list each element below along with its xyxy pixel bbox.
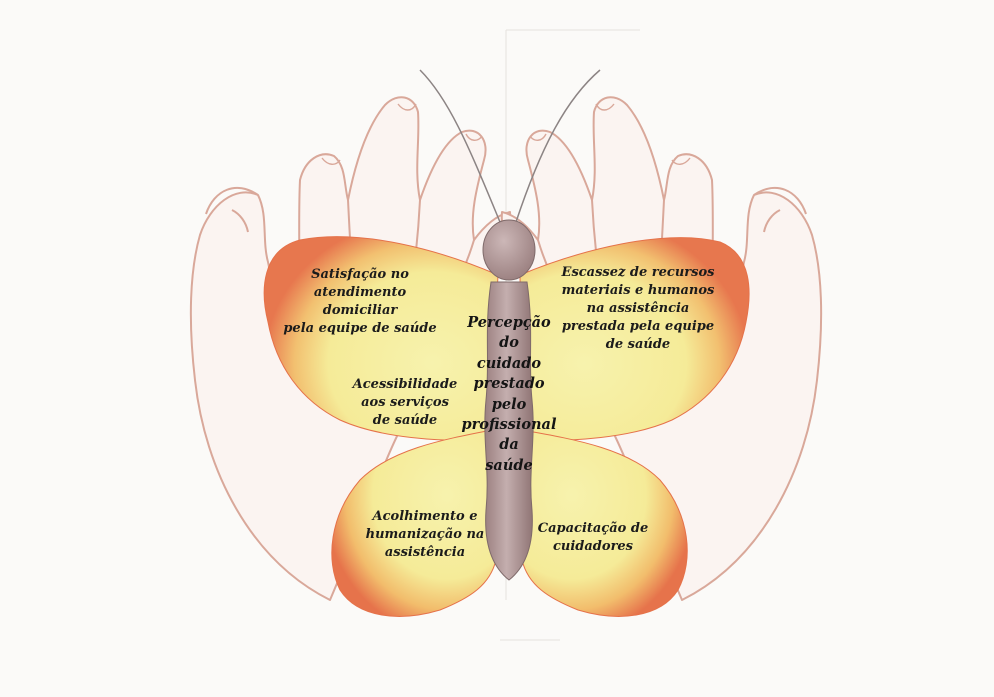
label-reception-humanization: Acolhimento e humanização na assistência <box>360 508 490 562</box>
label-care-perception: Percepção do cuidado prestado pelo profi… <box>449 313 569 476</box>
label-caregiver-training: Capacitação de cuidadores <box>528 520 658 556</box>
label-resource-scarcity: Escassez de recursos materiais e humanos… <box>548 264 728 354</box>
label-satisfaction: Satisfação no atendimento domiciliar pel… <box>275 266 445 338</box>
label-accessibility: Acessibilidade aos serviços de saúde <box>345 376 465 430</box>
